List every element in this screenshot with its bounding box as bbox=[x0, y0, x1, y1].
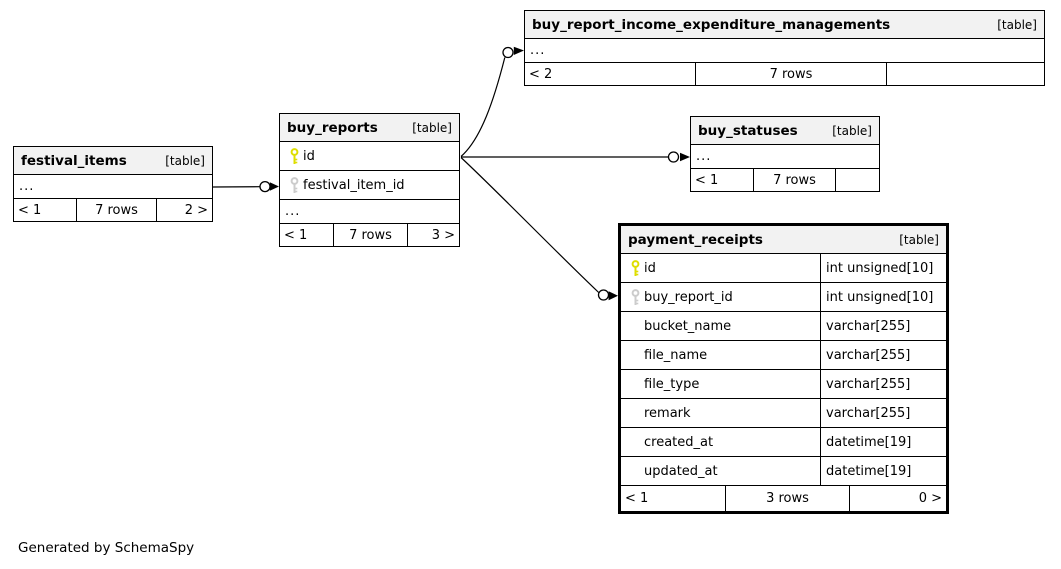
column-type: varchar[255] bbox=[820, 399, 946, 427]
entity-payment-receipts[interactable]: payment_receipts [table] id int unsigned… bbox=[618, 223, 949, 514]
column-type: varchar[255] bbox=[820, 312, 946, 340]
hidden-columns-row: ... bbox=[14, 174, 212, 198]
column-row-updated-at: updated_at datetime[19] bbox=[621, 456, 946, 485]
generated-by-note: Generated by SchemaSpy bbox=[18, 540, 195, 556]
stat-parents: < 1 bbox=[625, 491, 649, 506]
edge-buy-reports-to-managements bbox=[460, 57, 506, 157]
entity-header[interactable]: buy_statuses [table] bbox=[691, 117, 879, 144]
foreign-key-icon bbox=[286, 176, 303, 194]
entity-buy-reports[interactable]: buy_reports [table] id bbox=[279, 113, 460, 247]
entity-header[interactable]: buy_reports [table] bbox=[280, 114, 459, 141]
edge-circle bbox=[667, 151, 680, 163]
entity-stats-row: < 1 3 rows 0 > bbox=[621, 485, 946, 511]
hidden-columns-row: ... bbox=[525, 38, 1044, 62]
stat-parents: < 1 bbox=[695, 172, 719, 188]
column-row-id: id int unsigned[10] bbox=[621, 253, 946, 282]
hidden-columns-row: ... bbox=[691, 144, 879, 168]
entity-title: payment_receipts bbox=[628, 231, 763, 248]
edge-arrowhead bbox=[680, 152, 690, 162]
column-type: int unsigned[10] bbox=[820, 254, 946, 282]
column-row-buy-report-id: buy_report_id int unsigned[10] bbox=[621, 282, 946, 311]
entity-type-tag: [table] bbox=[165, 153, 205, 168]
entity-type-tag: [table] bbox=[997, 17, 1037, 32]
column-row-created-at: created_at datetime[19] bbox=[621, 427, 946, 456]
column-row-festival-item-id: festival_item_id bbox=[280, 170, 459, 199]
entity-title: festival_items bbox=[21, 152, 127, 169]
stat-children: 3 > bbox=[407, 224, 459, 246]
column-name: file_name bbox=[644, 347, 708, 363]
stat-rowcount: 7 rows bbox=[333, 224, 407, 246]
column-name: created_at bbox=[644, 434, 714, 450]
edge-arrowhead bbox=[513, 46, 524, 55]
primary-key-icon bbox=[286, 147, 303, 165]
column-name: file_type bbox=[644, 376, 700, 392]
stat-children bbox=[835, 169, 879, 191]
stat-rowcount: 3 rows bbox=[725, 486, 849, 511]
stat-parents: < 2 bbox=[529, 66, 553, 82]
hidden-columns-row: ... bbox=[280, 199, 459, 223]
entity-header[interactable]: buy_report_income_expenditure_management… bbox=[525, 11, 1044, 38]
entity-festival-items[interactable]: festival_items [table] ... < 1 7 rows 2 … bbox=[13, 146, 213, 222]
entity-buy-report-income-expenditure-managements[interactable]: buy_report_income_expenditure_management… bbox=[524, 10, 1045, 86]
entity-title: buy_reports bbox=[287, 119, 378, 136]
column-name: updated_at bbox=[644, 463, 718, 479]
entity-header[interactable]: festival_items [table] bbox=[14, 147, 212, 174]
column-type: datetime[19] bbox=[820, 428, 946, 456]
column-name: id bbox=[303, 148, 315, 164]
column-type: datetime[19] bbox=[820, 457, 946, 485]
entity-buy-statuses[interactable]: buy_statuses [table] ... < 1 7 rows bbox=[690, 116, 880, 192]
stat-parents: < 1 bbox=[18, 202, 42, 218]
primary-key-icon bbox=[627, 259, 644, 277]
edge-buy-reports-to-payment-receipts bbox=[460, 157, 600, 293]
stat-children: 0 > bbox=[849, 486, 946, 511]
entity-type-tag: [table] bbox=[899, 232, 939, 247]
edge-circle bbox=[597, 289, 610, 301]
edge-arrowhead bbox=[269, 182, 279, 191]
column-type: varchar[255] bbox=[820, 341, 946, 369]
column-name: remark bbox=[644, 405, 691, 421]
stat-children bbox=[886, 63, 1044, 85]
edge-circle bbox=[259, 180, 271, 193]
entity-stats-row: < 1 7 rows 3 > bbox=[280, 223, 459, 246]
entity-stats-row: < 1 7 rows 2 > bbox=[14, 198, 212, 221]
edge-circle bbox=[502, 46, 514, 59]
column-name: bucket_name bbox=[644, 318, 732, 334]
column-row-file-name: file_name varchar[255] bbox=[621, 340, 946, 369]
column-name: festival_item_id bbox=[303, 177, 405, 193]
column-row-file-type: file_type varchar[255] bbox=[621, 369, 946, 398]
entity-header[interactable]: payment_receipts [table] bbox=[621, 226, 946, 253]
column-name: id bbox=[644, 260, 656, 276]
column-row-bucket-name: bucket_name varchar[255] bbox=[621, 311, 946, 340]
entity-type-tag: [table] bbox=[412, 120, 452, 135]
entity-stats-row: < 2 7 rows bbox=[525, 62, 1044, 85]
stat-parents: < 1 bbox=[284, 227, 308, 243]
foreign-key-icon bbox=[627, 288, 644, 306]
stat-rowcount: 7 rows bbox=[76, 199, 156, 221]
column-type: varchar[255] bbox=[820, 370, 946, 398]
entity-stats-row: < 1 7 rows bbox=[691, 168, 879, 191]
column-name: buy_report_id bbox=[644, 289, 733, 305]
column-row-remark: remark varchar[255] bbox=[621, 398, 946, 427]
entity-title: buy_statuses bbox=[698, 122, 798, 139]
entity-type-tag: [table] bbox=[832, 123, 872, 138]
stat-rowcount: 7 rows bbox=[753, 169, 835, 191]
stat-children: 2 > bbox=[156, 199, 212, 221]
entity-title: buy_report_income_expenditure_management… bbox=[532, 16, 891, 33]
stat-rowcount: 7 rows bbox=[695, 63, 886, 85]
column-type: int unsigned[10] bbox=[820, 283, 946, 311]
edge-arrowhead bbox=[608, 291, 618, 301]
column-row-id: id bbox=[280, 141, 459, 170]
